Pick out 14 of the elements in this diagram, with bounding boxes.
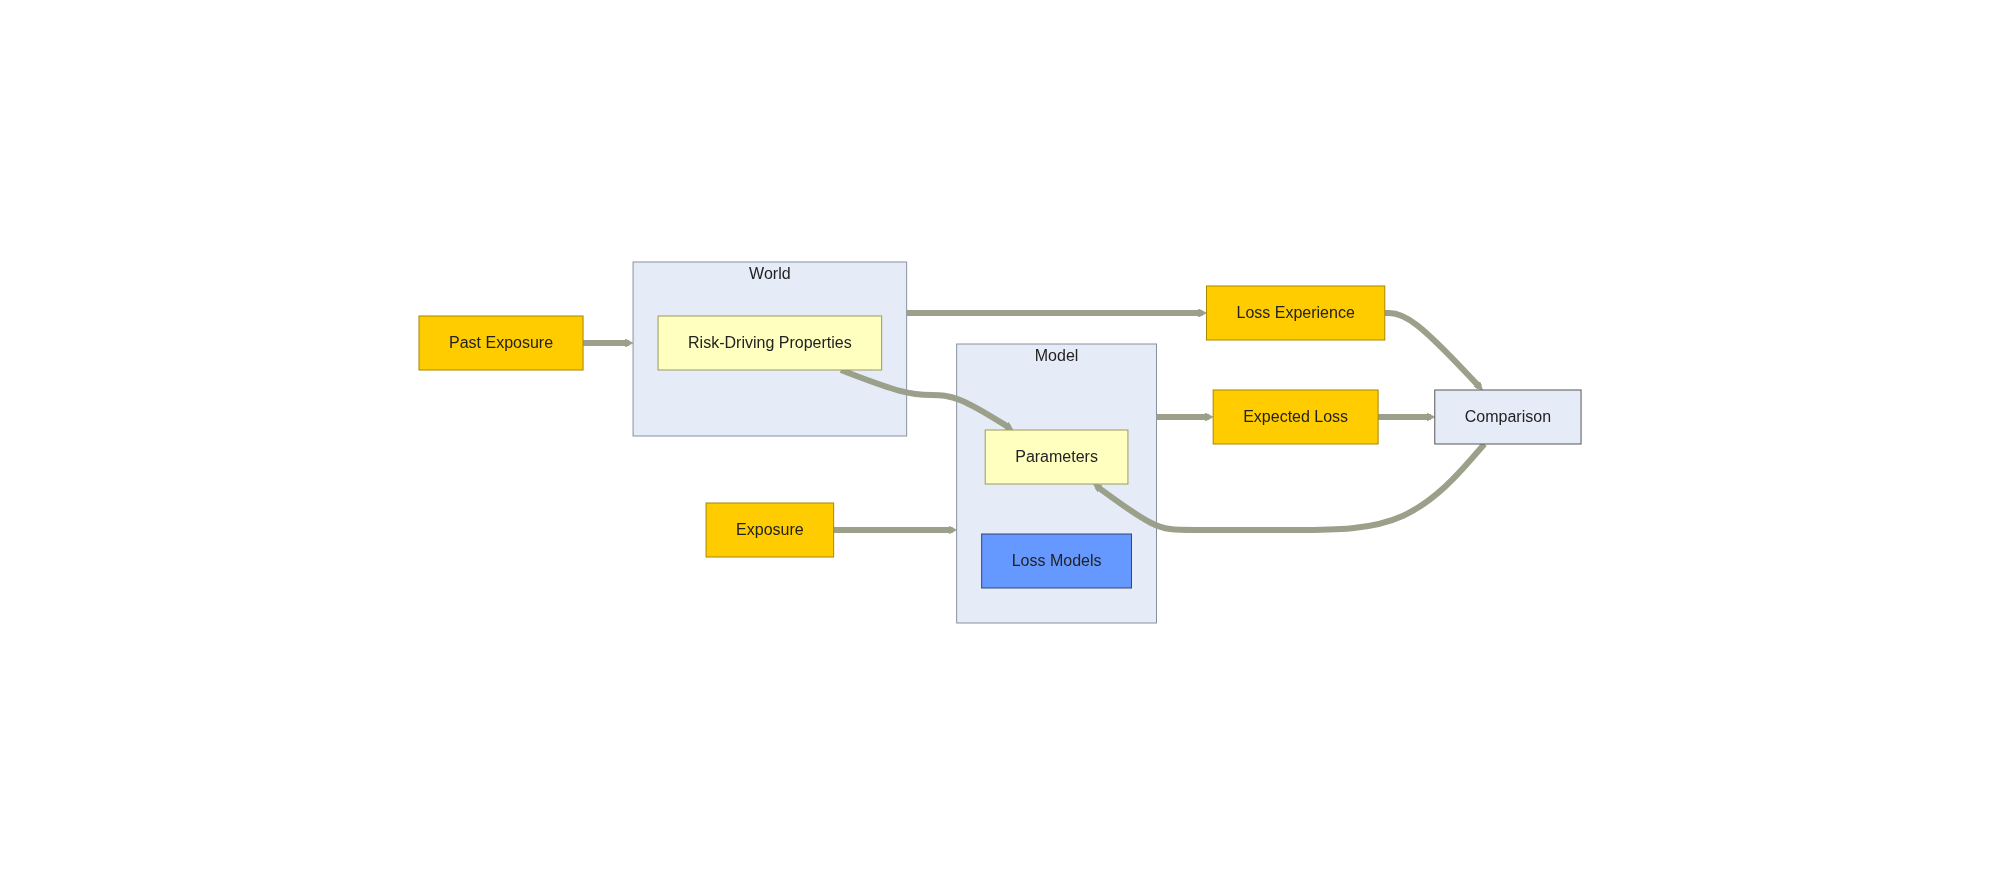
node-box: Expected Loss (1212, 389, 1379, 444)
node-box: Exposure (705, 502, 835, 557)
node-box: Past Exposure (418, 315, 584, 370)
arrow (1384, 309, 1483, 390)
arrow (1156, 412, 1214, 421)
arrow (1378, 412, 1436, 421)
arrow (583, 338, 634, 347)
node-box: Parameters (984, 429, 1129, 484)
arrow (906, 308, 1207, 317)
node-box: Risk-Driving Properties (657, 315, 883, 370)
arrow (833, 525, 957, 534)
node-box: Loss Experience (1205, 285, 1386, 340)
node-box: Comparison (1434, 389, 1582, 444)
node-box: Loss Models (981, 533, 1132, 588)
